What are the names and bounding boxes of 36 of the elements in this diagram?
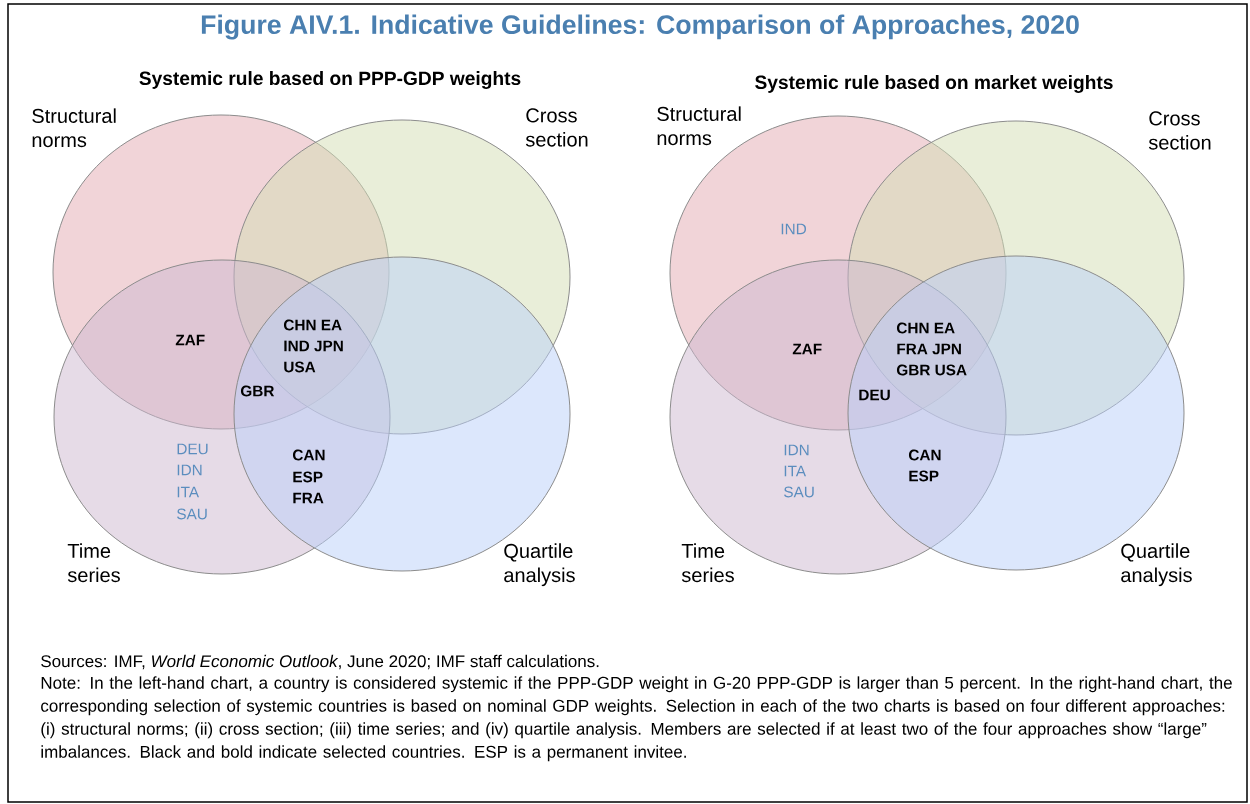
country-code: GBR — [240, 385, 275, 397]
country-code: FRA JPN — [897, 343, 961, 355]
country-code: SAU — [784, 486, 814, 498]
country-code: ESP — [909, 470, 939, 482]
figure-title: Figure AIV.1. Indicative Guidelines: Comparison of Approaches, 2020 — [201, 14, 1079, 40]
country-code: GBR USA — [896, 364, 967, 376]
country-code: IND JPN — [284, 340, 343, 352]
country-code: FRA — [293, 492, 324, 504]
country-code: USA — [284, 361, 316, 373]
circle-label: Structural norms — [32, 108, 116, 148]
circle-label: Quartile analysis — [504, 543, 575, 587]
circle-label: Cross section — [525, 108, 588, 147]
note-text: Note: In the left-hand chart, a country is considered systemic if the PPP-GDP weight in G-20 PPP-GDP is larger than 5 percent. In the right-hand chart, the corresponding selection of systemic countries is based on nominal GDP weights. Selection in each of the two charts is based on four different approaches: (i) structural norms; (ii) cross section; (iii) time series; and (iv) quartile analysis. Members are selected if at least two of the four approaches show “large” imbalances. Black and bold indicate selected countries. ESP is a permanent invitee. — [41, 676, 1232, 762]
circle-label: Quartile analysis — [1121, 543, 1192, 587]
country-code: DEU — [859, 389, 890, 401]
country-code: DEU — [177, 443, 208, 455]
country-code: IDN — [177, 464, 202, 476]
country-code: ESP — [293, 471, 323, 483]
country-code: IDN — [784, 444, 809, 456]
country-code: IND — [781, 223, 806, 235]
country-code: CHN EA — [896, 322, 955, 334]
source-text: Sources: IMF, World Economic Outlook, June 2020; IMF staff calculations. — [41, 654, 599, 670]
country-code: CAN — [908, 449, 941, 461]
circle-label: Structural norms — [657, 106, 741, 146]
circle-label: Cross section — [1148, 111, 1211, 150]
country-code: CAN — [292, 449, 325, 461]
country-code: ITA — [784, 465, 807, 477]
circle-label: Time series — [681, 543, 734, 583]
panel-title: Systemic rule based on PPP-GDP weights — [139, 71, 521, 89]
country-code: ZAF — [175, 334, 205, 346]
country-code: CHN EA — [283, 319, 342, 331]
circle-label: Time series — [67, 543, 120, 583]
country-code: SAU — [177, 508, 207, 520]
panel-title: Systemic rule based on market weights — [755, 75, 1113, 93]
country-code: ITA — [177, 486, 200, 498]
country-code: ZAF — [792, 343, 822, 355]
